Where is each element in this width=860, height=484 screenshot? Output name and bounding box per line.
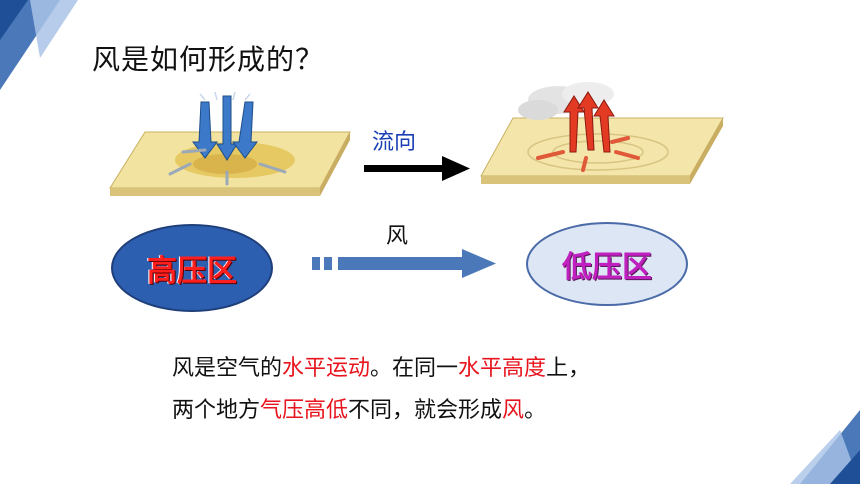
low-pressure-illustration <box>480 82 724 184</box>
description-segment: 风是空气的 <box>172 356 283 381</box>
corner-decoration-bottom-right <box>790 410 860 484</box>
high-pressure-label: 高压区 <box>147 254 237 289</box>
description-segment: 。在同一 <box>370 356 459 381</box>
description-segment: 不同，就会形成 <box>348 398 503 423</box>
description-highlight: 水平高度 <box>458 356 547 381</box>
description-segment: 上， <box>546 356 591 381</box>
wind-label: 风 <box>386 224 409 249</box>
flow-label: 流向 <box>372 130 417 155</box>
low-pressure-zone: 低压区 <box>526 222 688 306</box>
high-pressure-zone: 高压区 <box>111 224 273 312</box>
page-title: 风是如何形成的？ <box>92 43 325 76</box>
high-pressure-illustration <box>109 92 351 196</box>
flow-arrow <box>364 156 470 181</box>
wind-arrow <box>312 249 496 278</box>
description-highlight: 风 <box>502 398 525 423</box>
description-highlight: 水平运动 <box>282 356 371 381</box>
description-highlight: 气压高低 <box>260 398 349 423</box>
description-segment: 。 <box>524 398 547 423</box>
description-line-1: 风是空气的水平运动。在同一水平高度上， <box>172 348 590 390</box>
low-pressure-label: 低压区 <box>562 250 652 285</box>
description-segment: 两个地方 <box>172 398 261 423</box>
description-text: 风是空气的水平运动。在同一水平高度上， 两个地方气压高低不同，就会形成风。 <box>172 348 590 432</box>
corner-decoration-top-left <box>0 0 78 90</box>
description-line-2: 两个地方气压高低不同，就会形成风。 <box>172 390 590 432</box>
